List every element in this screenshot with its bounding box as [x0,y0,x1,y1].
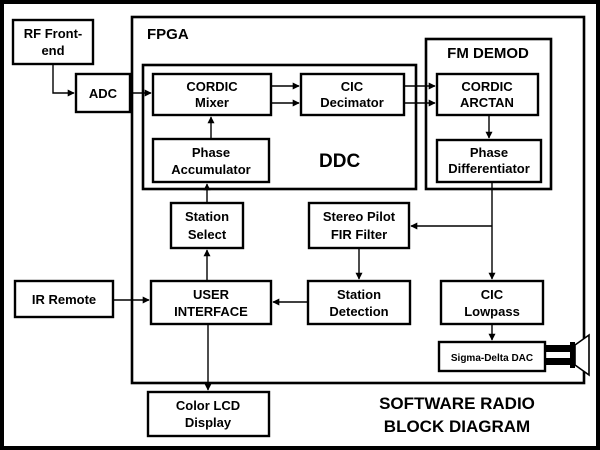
svg-text:Station: Station [337,287,381,302]
ddc-container [141,63,418,191]
diagram-title-line-2: BLOCK DIAGRAM [384,417,530,436]
svg-text:CORDIC: CORDIC [461,79,513,94]
phase-differentiator-line-1: Phase [470,145,508,160]
stereo-pilot-block: Stereo Pilot FIR Filter [307,201,411,250]
phase-accumulator-block: Phase Accumulator [151,137,271,184]
cic-decimator-line-1: CIC [341,79,364,94]
cic-lowpass-line-1: CIC [481,287,504,302]
svg-text:Decimator: Decimator [320,95,384,110]
ir-remote-block: IR Remote [13,279,115,319]
station-detection-line-1: Station [337,287,381,302]
svg-text:FIR Filter: FIR Filter [331,227,387,242]
svg-text:Sigma-Delta DAC: Sigma-Delta DAC [451,353,533,364]
user-interface-block: USER INTERFACE [149,279,273,326]
cic-decimator-line-2: Decimator [320,95,384,110]
rf-frontend-line-1: RF Front- [24,26,82,41]
rf-frontend-block: RF Front- end [11,18,95,66]
svg-text:Accumulator: Accumulator [171,162,250,177]
svg-text:Station: Station [185,209,229,224]
sigma-delta-dac-label: Sigma-Delta DAC [451,353,533,364]
sigma-delta-dac-block: Sigma-Delta DAC [437,340,547,373]
svg-text:CIC: CIC [341,79,364,94]
arrow-rf-to-adc [52,64,75,97]
page-background [4,4,596,446]
svg-text:end: end [41,43,64,58]
color-lcd-line-2: Display [185,415,232,430]
user-interface-line-1: USER [193,287,230,302]
svg-text:CORDIC: CORDIC [186,79,238,94]
svg-text:CIC: CIC [481,287,504,302]
svg-text:Differentiator: Differentiator [448,161,530,176]
cordic-mixer-block: CORDIC Mixer [151,72,273,117]
svg-text:USER: USER [193,287,230,302]
color-lcd-block: Color LCD Display [146,390,271,438]
fm-demod-container [424,37,553,191]
user-interface-line-2: INTERFACE [174,304,248,319]
svg-text:ADC: ADC [89,86,118,101]
station-select-line-1: Station [185,209,229,224]
svg-text:Display: Display [185,415,232,430]
cordic-mixer-line-2: Mixer [195,95,229,110]
color-lcd-line-1: Color LCD [176,398,240,413]
cordic-mixer-line-1: CORDIC [186,79,238,94]
station-detection-line-2: Detection [329,304,388,319]
svg-text:INTERFACE: INTERFACE [174,304,248,319]
stereo-pilot-line-2: FIR Filter [331,227,387,242]
ddc-label: DDC [319,151,360,172]
svg-text:Stereo Pilot: Stereo Pilot [323,209,396,224]
cordic-arctan-line-1: CORDIC [461,79,513,94]
fpga-label: FPGA [147,26,189,43]
adc-block: ADC [74,72,132,114]
svg-text:Phase: Phase [470,145,508,160]
cic-lowpass-line-2: Lowpass [464,304,520,319]
phase-accumulator-line-2: Accumulator [171,162,250,177]
fpga-container [130,15,586,385]
svg-text:Select: Select [188,227,227,242]
cordic-arctan-line-2: ARCTAN [460,95,514,110]
svg-text:ARCTAN: ARCTAN [460,95,514,110]
phase-accumulator-line-1: Phase [192,145,230,160]
fm-demod-label: FM DEMOD [447,45,529,62]
cic-decimator-block: CIC Decimator [299,72,406,117]
cic-lowpass-block: CIC Lowpass [439,279,545,326]
svg-text:RF Front-: RF Front- [24,26,82,41]
svg-text:Color LCD: Color LCD [176,398,240,413]
diagram-title-line-1: SOFTWARE RADIO [379,394,535,413]
phase-differentiator-line-2: Differentiator [448,161,530,176]
stereo-pilot-line-1: Stereo Pilot [323,209,396,224]
svg-text:Lowpass: Lowpass [464,304,520,319]
cordic-arctan-block: CORDIC ARCTAN [435,72,540,117]
ir-remote-label: IR Remote [32,292,96,307]
svg-text:Detection: Detection [329,304,388,319]
block-diagram-canvas: FPGA DDC FM DEMOD RF Front- end ADC CORD… [4,4,596,446]
station-select-block: Station Select [169,201,245,250]
svg-text:IR Remote: IR Remote [32,292,96,307]
svg-text:Phase: Phase [192,145,230,160]
svg-text:Mixer: Mixer [195,95,229,110]
speaker-icon [545,333,590,377]
phase-differentiator-block: Phase Differentiator [435,138,543,184]
adc-label: ADC [89,86,118,101]
station-select-line-2: Select [188,227,227,242]
station-detection-block: Station Detection [306,279,412,326]
rf-frontend-line-2: end [41,43,64,58]
